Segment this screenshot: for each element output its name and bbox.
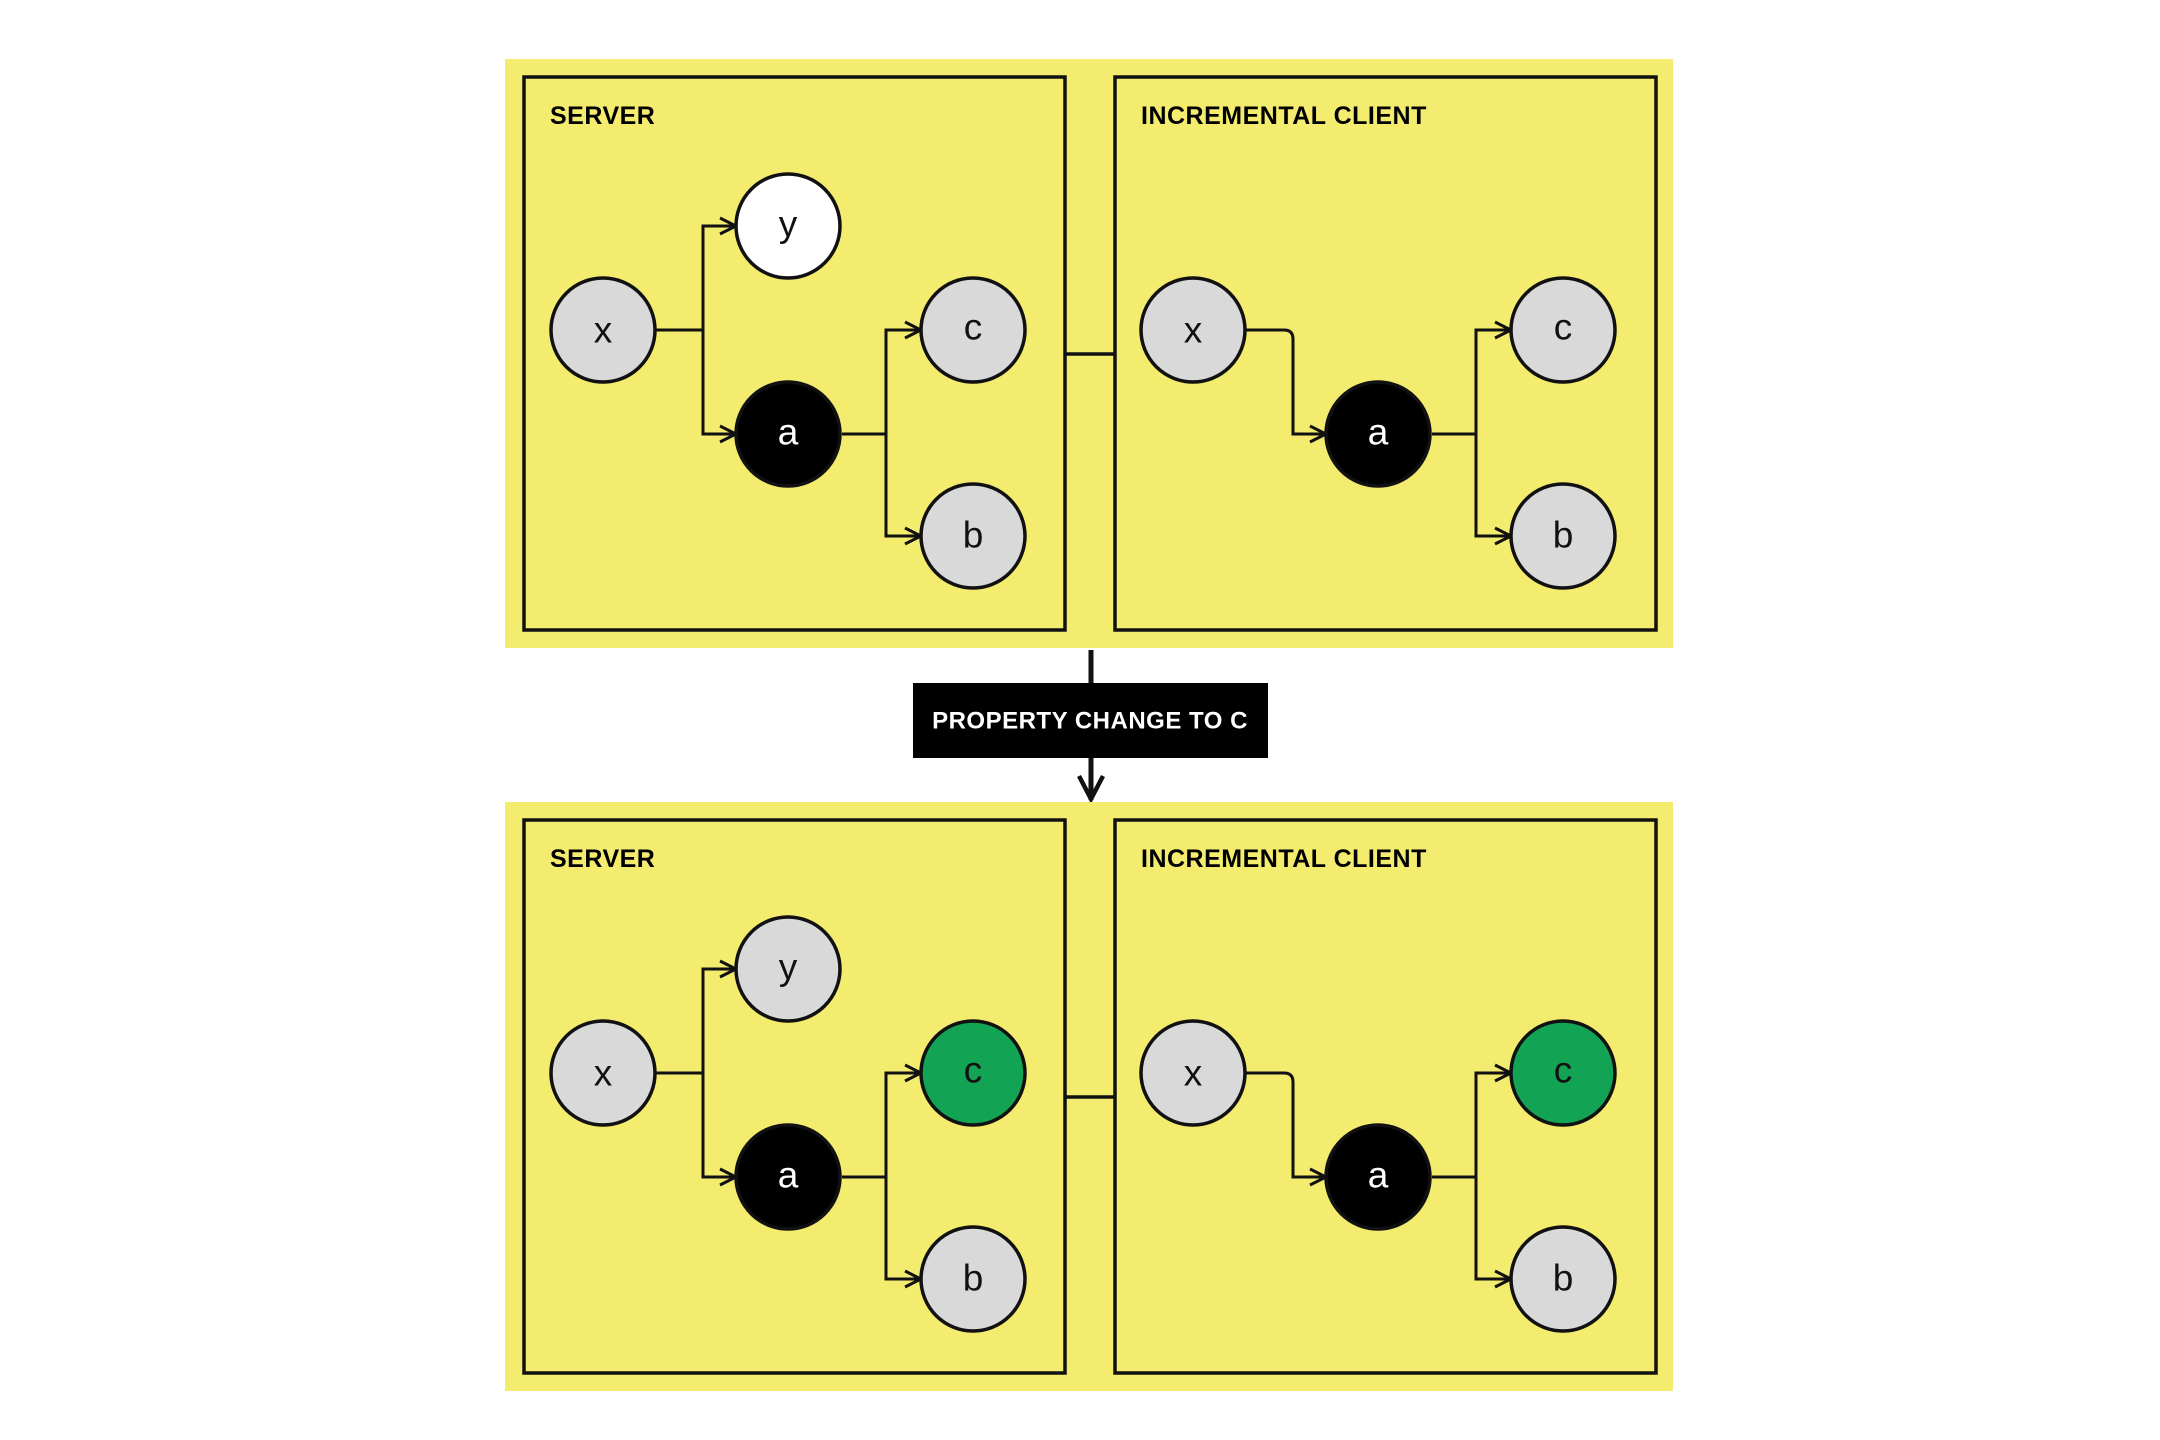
node-b-circle bbox=[1509, 482, 1617, 590]
node-x-label: x bbox=[1184, 310, 1203, 351]
node-x-circle bbox=[549, 1019, 657, 1127]
state-transition: PROPERTY CHANGE TO C bbox=[913, 650, 1268, 800]
node-c: c bbox=[919, 276, 1027, 384]
edge-x-a bbox=[1246, 1071, 1326, 1177]
node-c-label: c bbox=[1554, 1050, 1573, 1091]
node-a-label: a bbox=[778, 1155, 799, 1196]
node-b: b bbox=[919, 1225, 1027, 1333]
node-c: c bbox=[919, 1019, 1027, 1127]
node-x-label: x bbox=[594, 1053, 613, 1094]
server-panel-border bbox=[522, 75, 1067, 632]
node-b-label: b bbox=[1553, 515, 1574, 556]
node-a: a bbox=[1324, 1123, 1432, 1231]
node-b: b bbox=[919, 482, 1027, 590]
node-c-circle bbox=[1509, 1019, 1617, 1127]
node-a: a bbox=[734, 380, 842, 488]
node-c-circle bbox=[1509, 276, 1617, 384]
node-c: c bbox=[1509, 1019, 1617, 1127]
node-c-circle bbox=[919, 276, 1027, 384]
node-y-circle bbox=[734, 172, 842, 280]
node-b: b bbox=[1509, 482, 1617, 590]
client-panel: INCREMENTAL CLIENT x a c b bbox=[1113, 75, 1658, 632]
node-x: x bbox=[549, 276, 657, 384]
node-a-circle bbox=[1324, 1123, 1432, 1231]
edge-a-b bbox=[842, 1175, 921, 1279]
node-x-circle bbox=[549, 276, 657, 384]
node-b-label: b bbox=[963, 1258, 984, 1299]
node-b-label: b bbox=[1553, 1258, 1574, 1299]
node-y-label: y bbox=[779, 947, 798, 988]
server-panel-title: SERVER bbox=[550, 102, 655, 130]
node-c-circle bbox=[919, 1019, 1027, 1127]
node-a-label: a bbox=[778, 412, 799, 453]
node-c-label: c bbox=[964, 1050, 983, 1091]
node-x-circle bbox=[1139, 276, 1247, 384]
node-a-circle bbox=[734, 1123, 842, 1231]
node-y: y bbox=[734, 915, 842, 1023]
node-x-circle bbox=[1139, 1019, 1247, 1127]
node-b-circle bbox=[919, 1225, 1027, 1333]
client-panel-title: INCREMENTAL CLIENT bbox=[1141, 102, 1427, 130]
node-c: c bbox=[1509, 276, 1617, 384]
server-panel-title: SERVER bbox=[550, 845, 655, 873]
node-x: x bbox=[549, 1019, 657, 1127]
node-a: a bbox=[1324, 380, 1432, 488]
node-c-label: c bbox=[964, 307, 983, 348]
node-x: x bbox=[1139, 276, 1247, 384]
server-panel: SERVER x y a c b bbox=[522, 75, 1067, 632]
edge-x-a bbox=[656, 328, 736, 434]
node-a: a bbox=[734, 1123, 842, 1231]
node-c-label: c bbox=[1554, 307, 1573, 348]
node-y-label: y bbox=[779, 204, 798, 245]
edge-x-a bbox=[656, 1071, 736, 1177]
edge-a-b bbox=[842, 432, 921, 536]
node-y: y bbox=[734, 172, 842, 280]
node-a-label: a bbox=[1368, 412, 1389, 453]
state-after: SERVER x y a c b bbox=[505, 802, 1673, 1391]
client-panel-border bbox=[1113, 75, 1658, 632]
node-x-label: x bbox=[594, 310, 613, 351]
node-b-label: b bbox=[963, 515, 984, 556]
property-change-box bbox=[913, 683, 1268, 758]
node-x-label: x bbox=[1184, 1053, 1203, 1094]
node-a-circle bbox=[1324, 380, 1432, 488]
client-panel: INCREMENTAL CLIENT x a c b bbox=[1113, 818, 1658, 1375]
client-panel-border bbox=[1113, 818, 1658, 1375]
edge-a-b bbox=[1432, 432, 1511, 536]
server-panel: SERVER x y a c b bbox=[522, 818, 1067, 1375]
node-a-circle bbox=[734, 380, 842, 488]
server-panel-border bbox=[522, 818, 1067, 1375]
node-b-circle bbox=[919, 482, 1027, 590]
node-a-label: a bbox=[1368, 1155, 1389, 1196]
node-b-circle bbox=[1509, 1225, 1617, 1333]
node-x: x bbox=[1139, 1019, 1247, 1127]
state-before: SERVER x y a c b bbox=[505, 59, 1673, 648]
property-change-label: PROPERTY CHANGE TO C bbox=[932, 708, 1248, 735]
node-y-circle bbox=[734, 915, 842, 1023]
edge-a-b bbox=[1432, 1175, 1511, 1279]
node-b: b bbox=[1509, 1225, 1617, 1333]
client-panel-title: INCREMENTAL CLIENT bbox=[1141, 845, 1427, 873]
edge-x-a bbox=[1246, 328, 1326, 434]
